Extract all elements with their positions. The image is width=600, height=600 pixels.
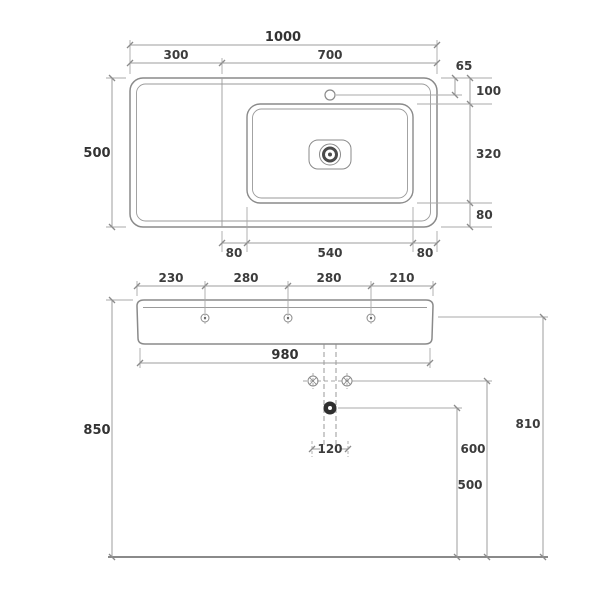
mounting-hole-center	[283, 313, 293, 323]
sink-inner-rim	[136, 83, 431, 222]
dim-basin-left-inset: 80	[226, 246, 243, 260]
plan-fixture-outline	[129, 77, 438, 228]
basin-bottom-edge	[252, 108, 408, 199]
mounting-hole-right	[366, 313, 376, 323]
dim-hole-spacing-right: 280	[316, 271, 341, 285]
drain-outer-circle	[319, 143, 341, 166]
plan-view: 1000 300 700 500 65 100 320 80 80 540 80	[83, 30, 501, 260]
dim-drain-width: 120	[317, 442, 342, 456]
dim-trap-height: 600	[460, 442, 485, 456]
dim-drain-height: 500	[457, 478, 482, 492]
dim-tap-offset: 65	[456, 59, 473, 73]
dim-overall-height: 850	[83, 423, 110, 438]
dim-basin-front-offset: 100	[476, 84, 501, 98]
dim-basin-width: 540	[317, 246, 342, 260]
plan-dimension-lines	[108, 41, 474, 247]
front-fixture-outline	[108, 299, 548, 558]
dim-hole-spacing-left: 280	[233, 271, 258, 285]
front-body	[136, 299, 434, 345]
fixing-bolt-left	[307, 373, 319, 389]
dim-overall-width: 1000	[265, 30, 301, 45]
dim-overall-depth: 500	[83, 146, 110, 161]
mounting-hole-left	[200, 313, 210, 323]
dim-basin-depth: 320	[476, 147, 501, 161]
sink-outer-rim	[129, 77, 438, 228]
dim-basin-right-inset: 80	[417, 246, 434, 260]
drain-ring	[322, 146, 338, 163]
dim-right-section: 700	[317, 48, 342, 62]
basin-opening	[246, 103, 414, 204]
fixing-bolt-right	[341, 373, 353, 389]
front-dimension-lines	[108, 282, 547, 561]
dim-basin-rear-offset: 80	[476, 208, 493, 222]
dim-hole-height: 810	[515, 417, 540, 431]
dim-hole-offset-right: 210	[389, 271, 414, 285]
front-view: 230 280 280 210 980 850 810 600 500 120	[83, 271, 548, 561]
waste-outlet-center	[328, 406, 332, 410]
dim-body-width: 980	[271, 348, 298, 363]
drain-center	[328, 152, 332, 157]
dim-hole-offset-left: 230	[158, 271, 183, 285]
dim-left-section: 300	[163, 48, 188, 62]
plan-extension-lines	[106, 40, 492, 252]
drain-recess	[308, 139, 352, 170]
tap-hole	[324, 89, 336, 101]
mounting-holes	[200, 310, 376, 326]
